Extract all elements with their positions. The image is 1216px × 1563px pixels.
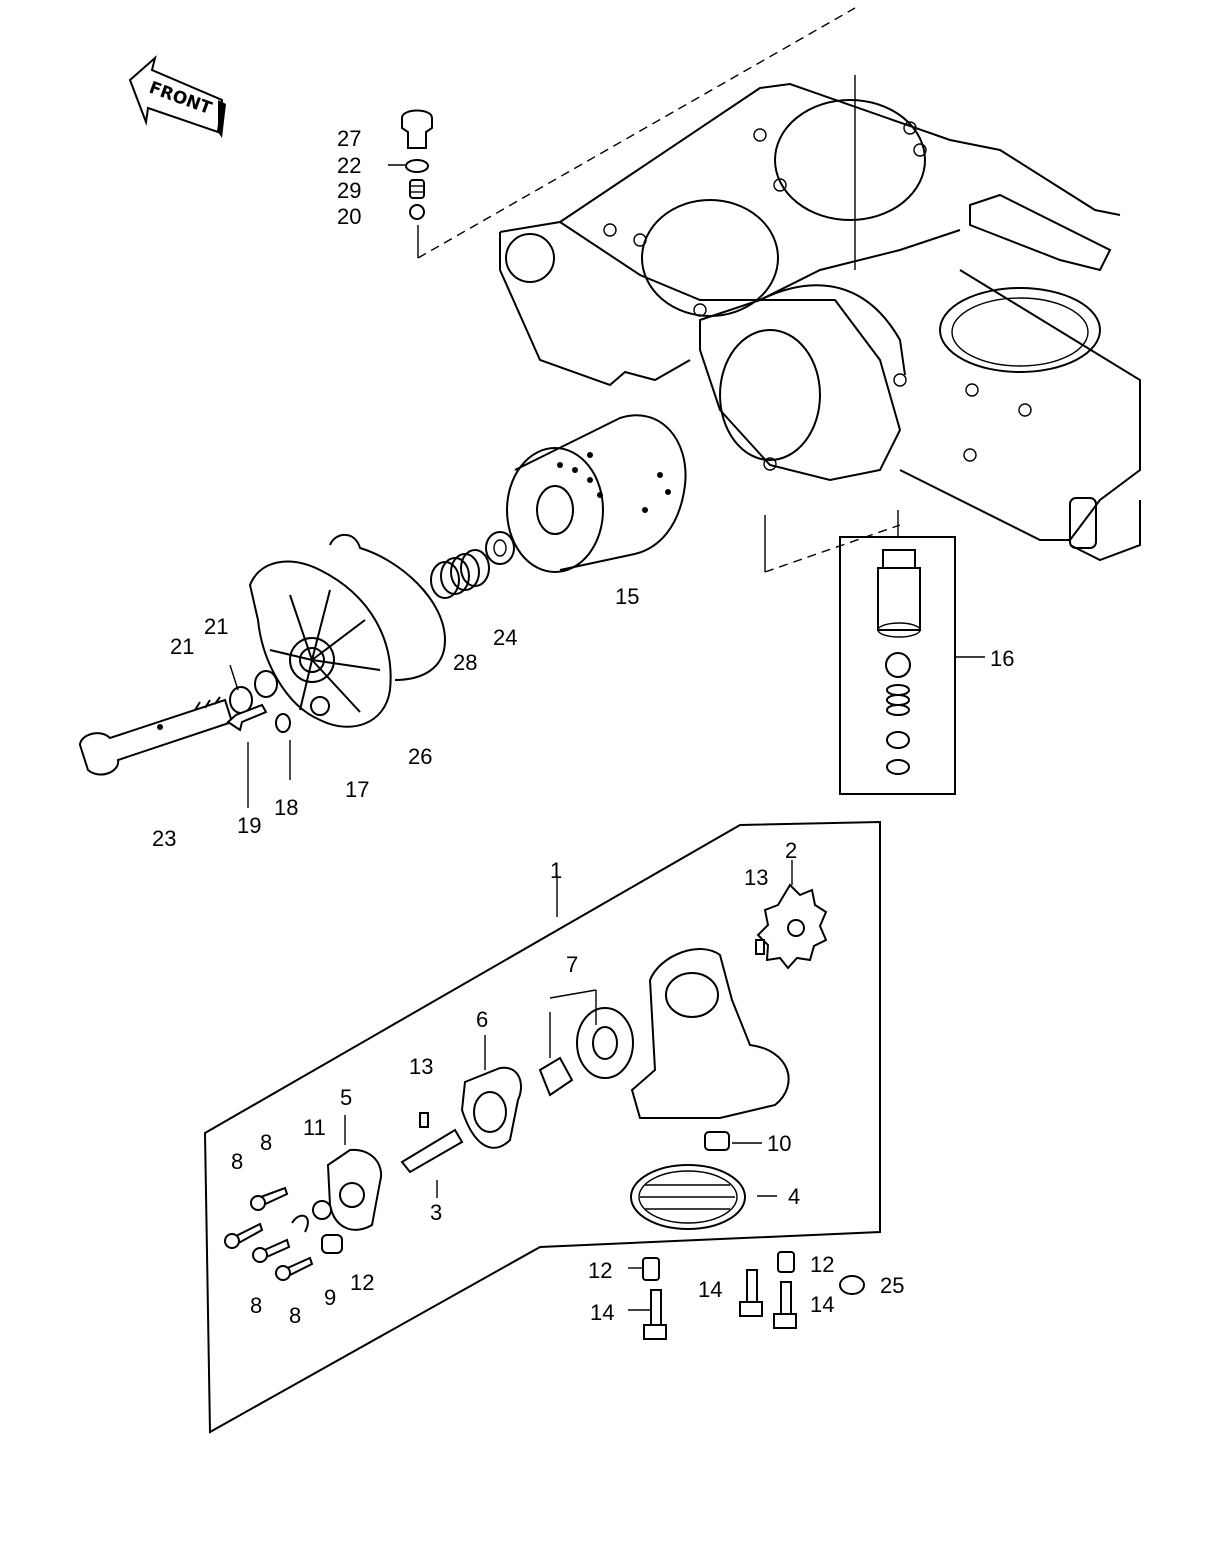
callout-8-b: 8 [231, 1149, 243, 1174]
oil-pump-body [538, 948, 790, 1230]
callout-8-a: 8 [260, 1130, 272, 1155]
callout-19: 19 [237, 813, 261, 838]
callout-25: 25 [880, 1273, 904, 1298]
callout-5: 5 [340, 1085, 352, 1110]
callout-12-b: 12 [588, 1258, 612, 1283]
callout-12-c: 12 [810, 1252, 834, 1277]
callout-7: 7 [566, 952, 578, 977]
callout-27: 27 [337, 126, 361, 151]
callout-23: 23 [152, 826, 176, 851]
callout-24: 24 [493, 625, 517, 650]
callout-21-b: 21 [170, 634, 194, 659]
callout-17: 17 [345, 777, 369, 802]
callout-15: 15 [615, 584, 639, 609]
callout-11: 11 [303, 1115, 326, 1140]
leader-dashed-valve [764, 524, 901, 573]
callout-4: 4 [788, 1184, 800, 1209]
pump-cover-and-shaft [291, 1066, 522, 1254]
callout-16: 16 [990, 646, 1014, 671]
callout-leaders [229, 164, 793, 1311]
callout-8-d: 8 [289, 1303, 301, 1328]
callout-28: 28 [453, 650, 477, 675]
plug-assembly [401, 109, 433, 220]
callout-14-a: 14 [590, 1300, 614, 1325]
callout-26: 26 [408, 744, 432, 769]
pump-drive-sprocket [755, 883, 828, 970]
fasteners [224, 1186, 865, 1340]
oil-pump-assembly-outline [203, 820, 881, 1434]
filter-cover [248, 533, 447, 728]
callout-14-c: 14 [810, 1292, 834, 1317]
spring-coil [430, 549, 490, 599]
callout-6: 6 [476, 1007, 488, 1032]
center-bolt-and-washers [78, 670, 291, 776]
callout-1: 1 [550, 858, 562, 883]
washer-and-spring [430, 531, 515, 599]
callout-8-c: 8 [250, 1293, 262, 1318]
callout-22: 22 [337, 153, 361, 178]
callout-2: 2 [785, 838, 797, 863]
callout-18: 18 [274, 795, 298, 820]
callout-12-a: 12 [350, 1270, 374, 1295]
callout-10: 10 [767, 1131, 791, 1156]
callout-13-a: 13 [744, 865, 768, 890]
callout-29: 29 [337, 178, 361, 203]
callout-3: 3 [430, 1200, 442, 1225]
callout-labels: 1 2 3 4 5 6 7 8 8 8 8 9 10 11 12 12 12 1… [152, 126, 1014, 1328]
callout-13-b: 13 [409, 1054, 433, 1079]
front-arrow-icon: FRONT [128, 55, 226, 138]
oil-filter-element [506, 414, 687, 573]
callout-9: 9 [324, 1285, 336, 1310]
leader-dashed-top [417, 7, 856, 259]
callout-14-b: 14 [698, 1277, 722, 1302]
crankcase-illustration [499, 75, 1141, 562]
callout-21-a: 21 [204, 614, 228, 639]
callout-20: 20 [337, 204, 361, 229]
relief-valve-box [839, 510, 985, 795]
